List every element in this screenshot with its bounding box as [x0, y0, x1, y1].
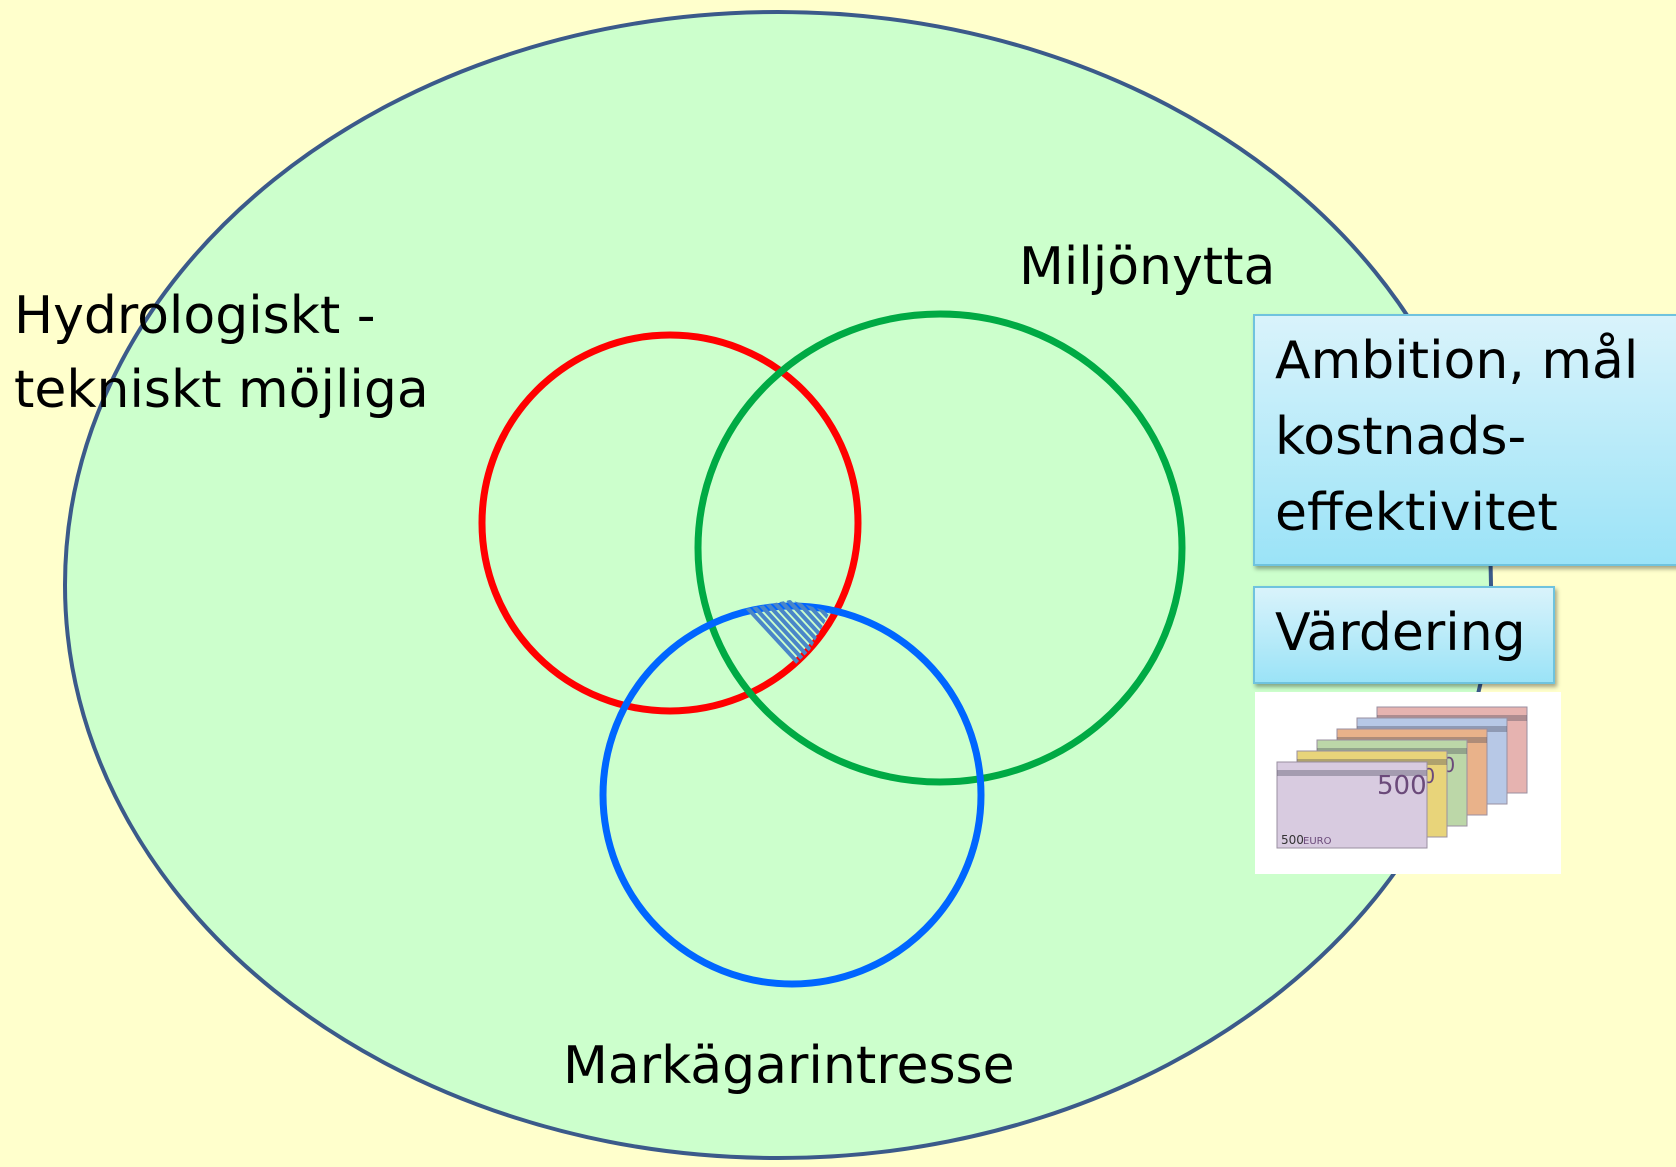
label-hydrologiskt-line2: tekniskt möjliga: [14, 360, 429, 420]
green-circle: [694, 310, 1186, 786]
euro-banknotes-image: 102050100200500 500 EURO: [1255, 692, 1561, 874]
hatch-line: [810, 600, 830, 665]
banknote-euro-mark: EURO: [1303, 836, 1332, 847]
hatch-line: [778, 600, 830, 665]
banknotes-svg: 102050100200500 500 EURO: [1276, 706, 1528, 849]
label-hydrologiskt: Hydrologiskt - tekniskt möjliga: [14, 279, 429, 427]
ambition-box: Ambition, mål kostnads- effektivitet: [1253, 314, 1676, 566]
label-hydrologiskt-line1: Hydrologiskt -: [14, 286, 376, 346]
ambition-line2: kostnads-: [1275, 407, 1527, 467]
hatch-line: [786, 600, 830, 665]
hatch-line: [740, 600, 802, 665]
label-miljonytta: Miljönytta: [1019, 237, 1276, 297]
ambition-line3: effektivitet: [1275, 483, 1558, 543]
hatch-line: [802, 600, 830, 665]
ambition-line1: Ambition, mål: [1275, 331, 1639, 391]
vardering-box: Värdering: [1253, 586, 1555, 684]
banknote-500: 500: [1276, 761, 1428, 849]
outer-ellipse: [63, 10, 1493, 1160]
hatch-line: [746, 600, 810, 665]
red-circle: [478, 331, 862, 715]
svg-text:500: 500: [1377, 771, 1427, 801]
label-markagarintresse: Markägarintresse: [563, 1036, 1015, 1096]
banknote-corner-denomination: 500: [1281, 833, 1304, 847]
